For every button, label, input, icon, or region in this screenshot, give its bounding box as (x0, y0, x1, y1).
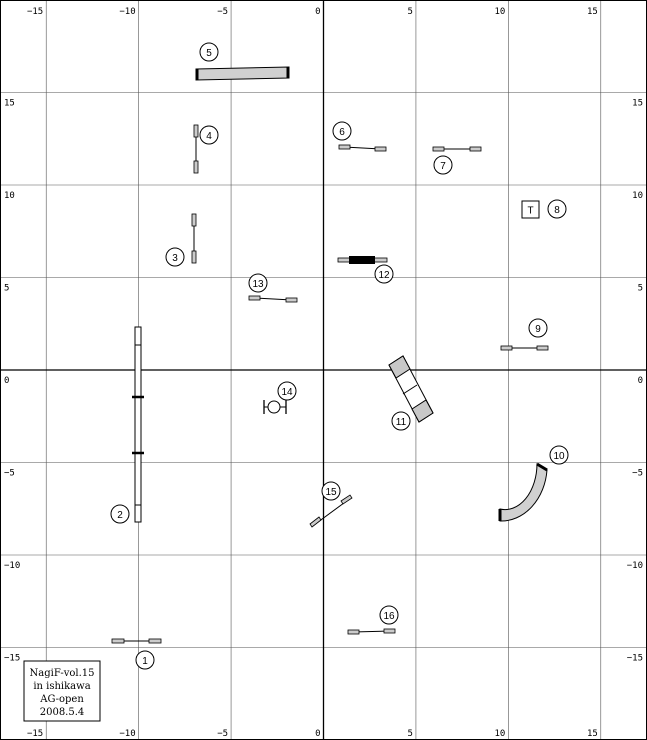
marker-number: 5 (206, 48, 212, 59)
marker-number: 8 (554, 205, 560, 216)
obstacle-jump[interactable] (111, 638, 162, 644)
obstacle-jump[interactable] (338, 144, 387, 152)
y-tick-label-right: −10 (627, 561, 643, 571)
marker-number: 4 (206, 131, 212, 142)
info-line-event: NagiF-vol.15 (30, 668, 95, 679)
marker-number: 16 (383, 611, 395, 622)
obstacle-jump[interactable] (193, 124, 199, 174)
marker-6: 6 (332, 121, 352, 141)
x-tick-label-top: −10 (119, 7, 135, 17)
obstacle-jump[interactable] (191, 213, 197, 264)
obstacle-jump[interactable] (248, 295, 298, 303)
obstacle-a-frame[interactable] (388, 355, 434, 423)
marker-4: 4 (199, 125, 219, 145)
obstacle-jump[interactable] (432, 146, 482, 152)
marker-number: 2 (117, 510, 123, 521)
obstacle-tunnel[interactable] (195, 66, 290, 81)
marker-number: 13 (252, 279, 264, 290)
obstacle-jump[interactable] (500, 345, 549, 351)
marker-number: 9 (535, 324, 541, 335)
y-tick-label-left: −15 (4, 654, 20, 664)
info-box: NagiF-vol.15 in ishikawa AG-open 2008.5.… (23, 660, 101, 722)
marker-number: 12 (378, 270, 390, 281)
marker-number: 14 (281, 387, 293, 398)
marker-1: 1 (135, 650, 155, 670)
y-tick-label-right: 5 (638, 284, 643, 294)
x-tick-label-bottom: −15 (27, 729, 43, 739)
y-tick-label-left: 0 (4, 376, 9, 386)
marker-11: 11 (391, 411, 411, 431)
marker-10: 10 (549, 445, 569, 465)
info-line-location: in ishikawa (33, 681, 90, 692)
marker-7: 7 (433, 155, 453, 175)
x-tick-label-top: 0 (315, 7, 320, 17)
obstacle-weave-poles[interactable] (132, 326, 144, 523)
marker-12: 12 (374, 264, 394, 284)
marker-number: 7 (440, 161, 446, 172)
y-tick-label-right: −5 (632, 469, 643, 479)
x-tick-label-top: 15 (587, 7, 598, 17)
x-tick-label-bottom: 5 (408, 729, 413, 739)
info-line-date: 2008.5.4 (40, 707, 85, 718)
marker-3: 3 (165, 247, 185, 267)
marker-8: 8 (547, 199, 567, 219)
obstacle-jump[interactable] (347, 628, 396, 635)
x-tick-label-bottom: 10 (495, 729, 506, 739)
obstacle-curved-tunnel[interactable] (498, 462, 548, 522)
y-tick-label-right: 0 (638, 376, 643, 386)
y-tick-label-left: −5 (4, 469, 15, 479)
y-tick-label-right: 15 (632, 99, 643, 109)
x-tick-label-bottom: 15 (587, 729, 598, 739)
info-line-class: AG-open (39, 694, 84, 705)
x-tick-label-bottom: −5 (217, 729, 228, 739)
marker-5: 5 (199, 42, 219, 62)
obstacle-table[interactable]: T (521, 200, 540, 219)
marker-number: 11 (396, 417, 407, 428)
y-tick-label-left: −10 (4, 561, 20, 571)
marker-15: 15 (321, 481, 341, 501)
marker-14: 14 (277, 381, 297, 401)
obstacle-tire[interactable] (263, 400, 287, 414)
marker-number: 6 (339, 127, 345, 138)
x-tick-label-top: 5 (408, 7, 413, 17)
y-tick-label-left: 15 (4, 99, 15, 109)
x-tick-label-bottom: 0 (315, 729, 320, 739)
marker-16: 16 (379, 605, 399, 625)
x-tick-label-top: −15 (27, 7, 43, 17)
x-tick-label-top: −5 (217, 7, 228, 17)
marker-number: 1 (142, 656, 148, 667)
marker-number: 10 (553, 451, 565, 462)
table-label: T (527, 206, 533, 217)
marker-number: 3 (172, 253, 178, 264)
obstacle-jump[interactable] (309, 494, 353, 528)
x-tick-label-bottom: −10 (119, 729, 135, 739)
marker-2: 2 (110, 504, 130, 524)
y-tick-label-left: 5 (4, 284, 9, 294)
y-tick-label-left: 10 (4, 191, 15, 201)
obstacle-long-jump[interactable] (337, 256, 388, 264)
y-tick-label-right: −15 (627, 654, 643, 664)
y-tick-label-right: 10 (632, 191, 643, 201)
marker-13: 13 (248, 273, 268, 293)
x-tick-label-top: 10 (495, 7, 506, 17)
marker-number: 15 (325, 487, 337, 498)
marker-9: 9 (528, 318, 548, 338)
